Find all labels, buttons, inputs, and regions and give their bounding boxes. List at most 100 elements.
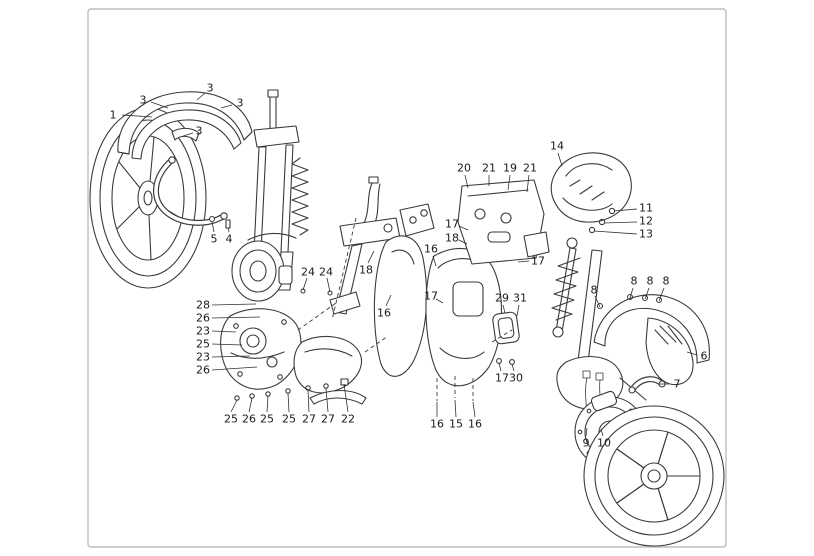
callout-leader-line [326, 277, 331, 293]
callout-leader-line [220, 104, 233, 109]
callout-leader-line [629, 287, 634, 299]
part-number-label: 12 [639, 215, 653, 228]
callout-leader-line [302, 277, 308, 291]
part-number-label: 25 [260, 413, 274, 426]
callout-leader-line [498, 362, 502, 372]
part-number-label: 17 [495, 372, 509, 385]
part-number-label: 27 [302, 413, 316, 426]
callout-leader-line [325, 387, 329, 413]
part-number-label: 25 [282, 413, 296, 426]
fender-bracket-drawing [153, 156, 231, 229]
callout-leader-line [211, 221, 215, 233]
handlebar-covers-drawing [220, 288, 367, 405]
part-number-label: 23 [196, 325, 210, 338]
part-number-label: 24 [301, 266, 315, 279]
front-fork-drawing [231, 89, 309, 302]
callout-leader-line [585, 427, 588, 437]
part-number-label: 26 [196, 312, 210, 325]
front-shield-panels-drawing [373, 235, 502, 387]
callout-leader-line [594, 295, 601, 308]
callout-leader-line [266, 395, 269, 413]
callout-leader-line [502, 304, 506, 314]
assembly-guide-lines [297, 302, 513, 401]
part-number-label: 21 [523, 162, 537, 175]
callout-leader-line [211, 355, 251, 358]
callout-leader-line [248, 397, 253, 413]
callout-leader-line [557, 152, 563, 167]
part-number-label: 5 [211, 233, 218, 246]
callout-leader-line [211, 303, 257, 306]
part-number-label: 4 [226, 233, 233, 246]
steering-axis-line [331, 217, 357, 321]
callout-leader-line [211, 316, 261, 319]
part-number-label: 24 [319, 266, 333, 279]
part-number-label: 22 [341, 413, 355, 426]
callout-leader-line [603, 221, 638, 224]
callout-leader-line [307, 389, 310, 413]
part-number-label: 16 [468, 418, 482, 431]
callout-leader-line [454, 399, 457, 418]
callout-leader-line [287, 392, 290, 413]
rear-suspension-drawing [551, 237, 647, 419]
part-number-label: 11 [639, 202, 653, 215]
part-number-label: 19 [503, 162, 517, 175]
callout-leader-line [230, 399, 238, 413]
callout-leader-line [343, 383, 349, 413]
part-number-label: 8 [647, 275, 654, 288]
callout-leader-line [196, 92, 206, 101]
callout-leader-line [121, 114, 153, 118]
callout-leader-line [511, 363, 515, 372]
callout-leader-line [182, 132, 194, 137]
callout-leader-line [458, 225, 469, 231]
steering-column-drawing [329, 176, 435, 315]
front-fender-drawing [117, 91, 253, 160]
part-number-label: 26 [196, 364, 210, 377]
callout-leader-line [526, 174, 530, 193]
callout-leader-line [517, 260, 530, 263]
part-number-label: 23 [196, 351, 210, 364]
part-number-label: 18 [445, 232, 459, 245]
part-number-label: 9 [583, 437, 590, 450]
callout-leader-line [432, 255, 437, 267]
callout-leader-line [385, 294, 392, 307]
callout-leader-line [150, 101, 169, 109]
part-number-label: 21 [482, 162, 496, 175]
callout-leader-line [613, 208, 638, 212]
part-number-label: 30 [509, 372, 523, 385]
upper-panel-drawing [457, 179, 550, 265]
part-number-label: 3 [237, 97, 244, 110]
callout-leader-line [435, 298, 444, 304]
part-number-label: 26 [242, 413, 256, 426]
part-number-label: 25 [224, 413, 238, 426]
part-number-label: 10 [597, 437, 611, 450]
rear-fender-drawing [593, 293, 710, 386]
part-number-label: 3 [207, 82, 214, 95]
part-number-label: 18 [359, 264, 373, 277]
callout-leader-line [458, 239, 468, 245]
callout-leader-line [644, 287, 650, 300]
part-number-label: 3 [140, 94, 147, 107]
diagram-border [87, 8, 727, 548]
callout-leader-line [227, 227, 230, 233]
part-number-label: 7 [674, 378, 681, 391]
callout-leader-line [686, 351, 698, 356]
part-number-label: 8 [663, 275, 670, 288]
part-number-label: 1 [110, 109, 117, 122]
rear-fender-bracket-drawing [628, 376, 666, 394]
rear-wheel-drawing [583, 405, 725, 547]
callout-leader-line [464, 174, 469, 189]
small-plate-drawing [492, 311, 520, 345]
part-number-label: 17 [445, 218, 459, 231]
part-number-label: 6 [701, 350, 708, 363]
part-number-label: 25 [196, 338, 210, 351]
part-number-label: 31 [513, 292, 527, 305]
rear-cover-part14-drawing [550, 152, 632, 234]
callout-leader-line [211, 343, 243, 346]
part-number-label: 16 [430, 418, 444, 431]
part-number-label: 8 [591, 284, 598, 297]
part-number-label: 20 [457, 162, 471, 175]
part-number-label: 28 [196, 299, 210, 312]
part-number-label: 15 [449, 418, 463, 431]
